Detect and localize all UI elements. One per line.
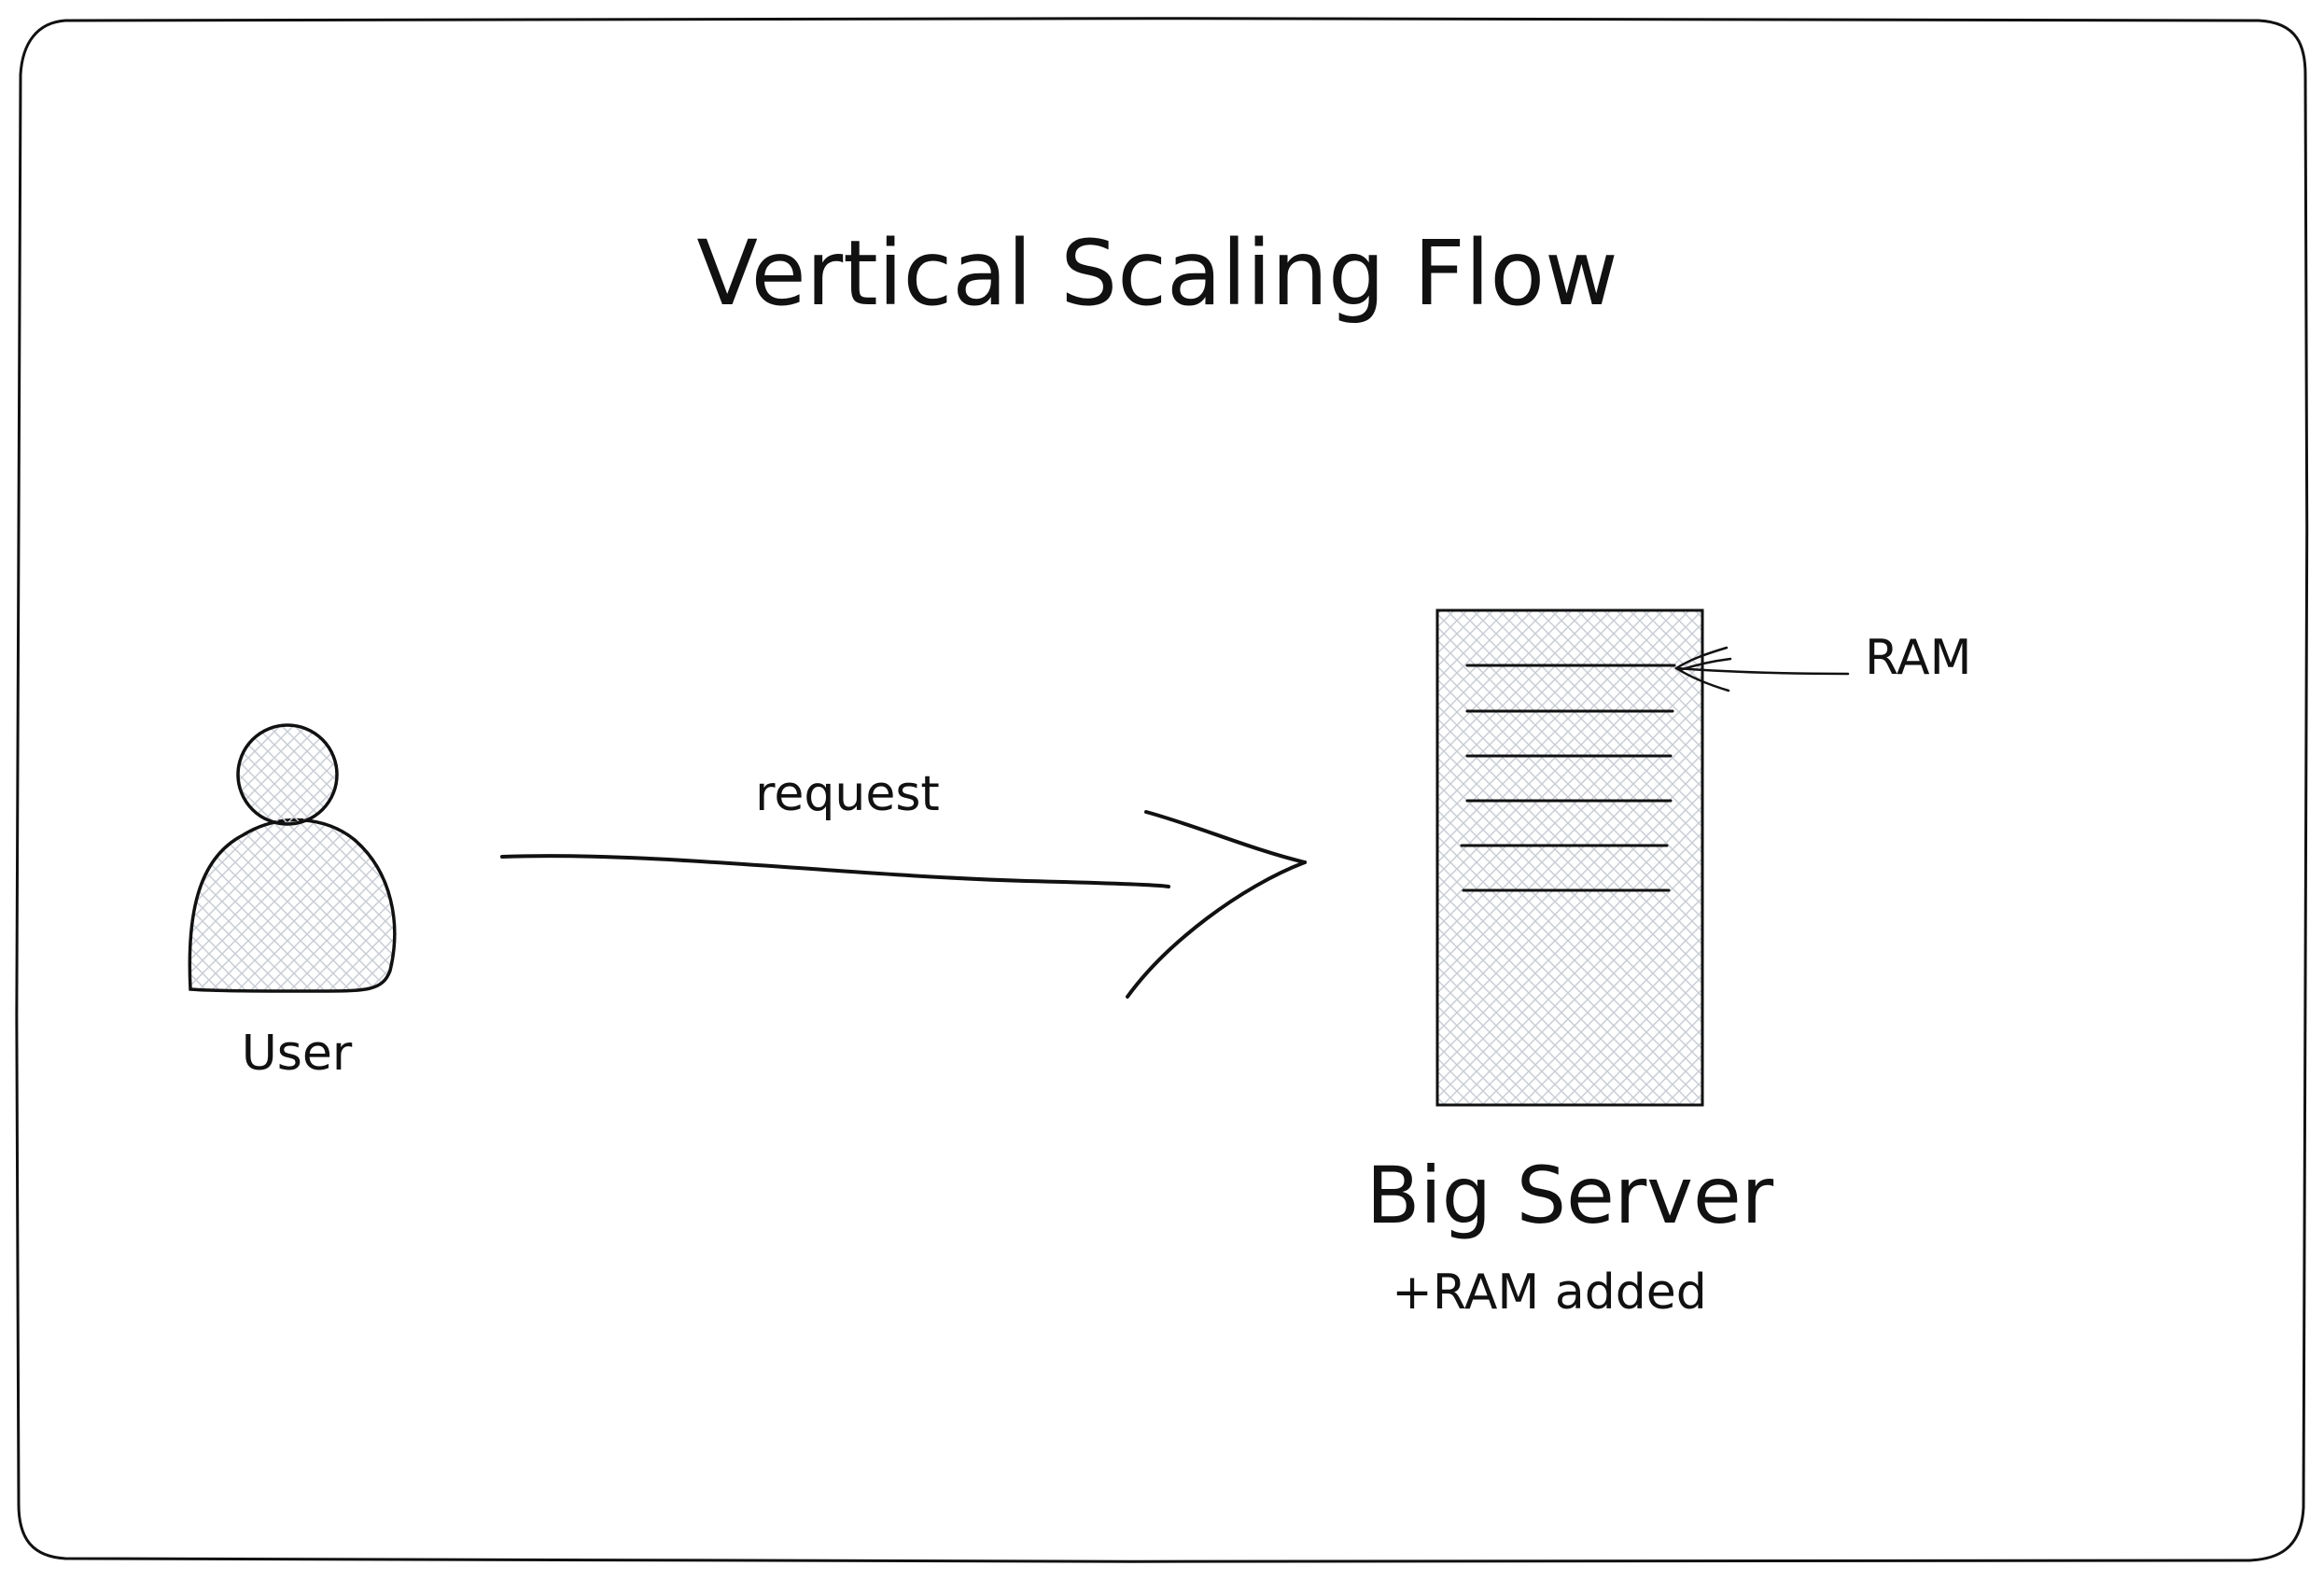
ram-label: RAM [1865,630,1971,686]
user-icon [188,723,397,993]
user-body [188,818,397,993]
ram-pointer-arrow [1674,646,1850,692]
user-label: User [242,1026,353,1082]
ram-slots [1460,664,1676,892]
user-head [236,723,339,826]
server-box [1435,608,1704,1107]
server-icon [1435,608,1704,1107]
diagram-title: Vertical Scaling Flow [696,221,1617,326]
request-label: request [755,766,940,822]
server-label: Big Server [1366,1150,1774,1241]
server-sublabel: +RAM added [1392,1265,1706,1321]
outer-frame [15,17,2309,1564]
request-arrow [500,810,1307,999]
